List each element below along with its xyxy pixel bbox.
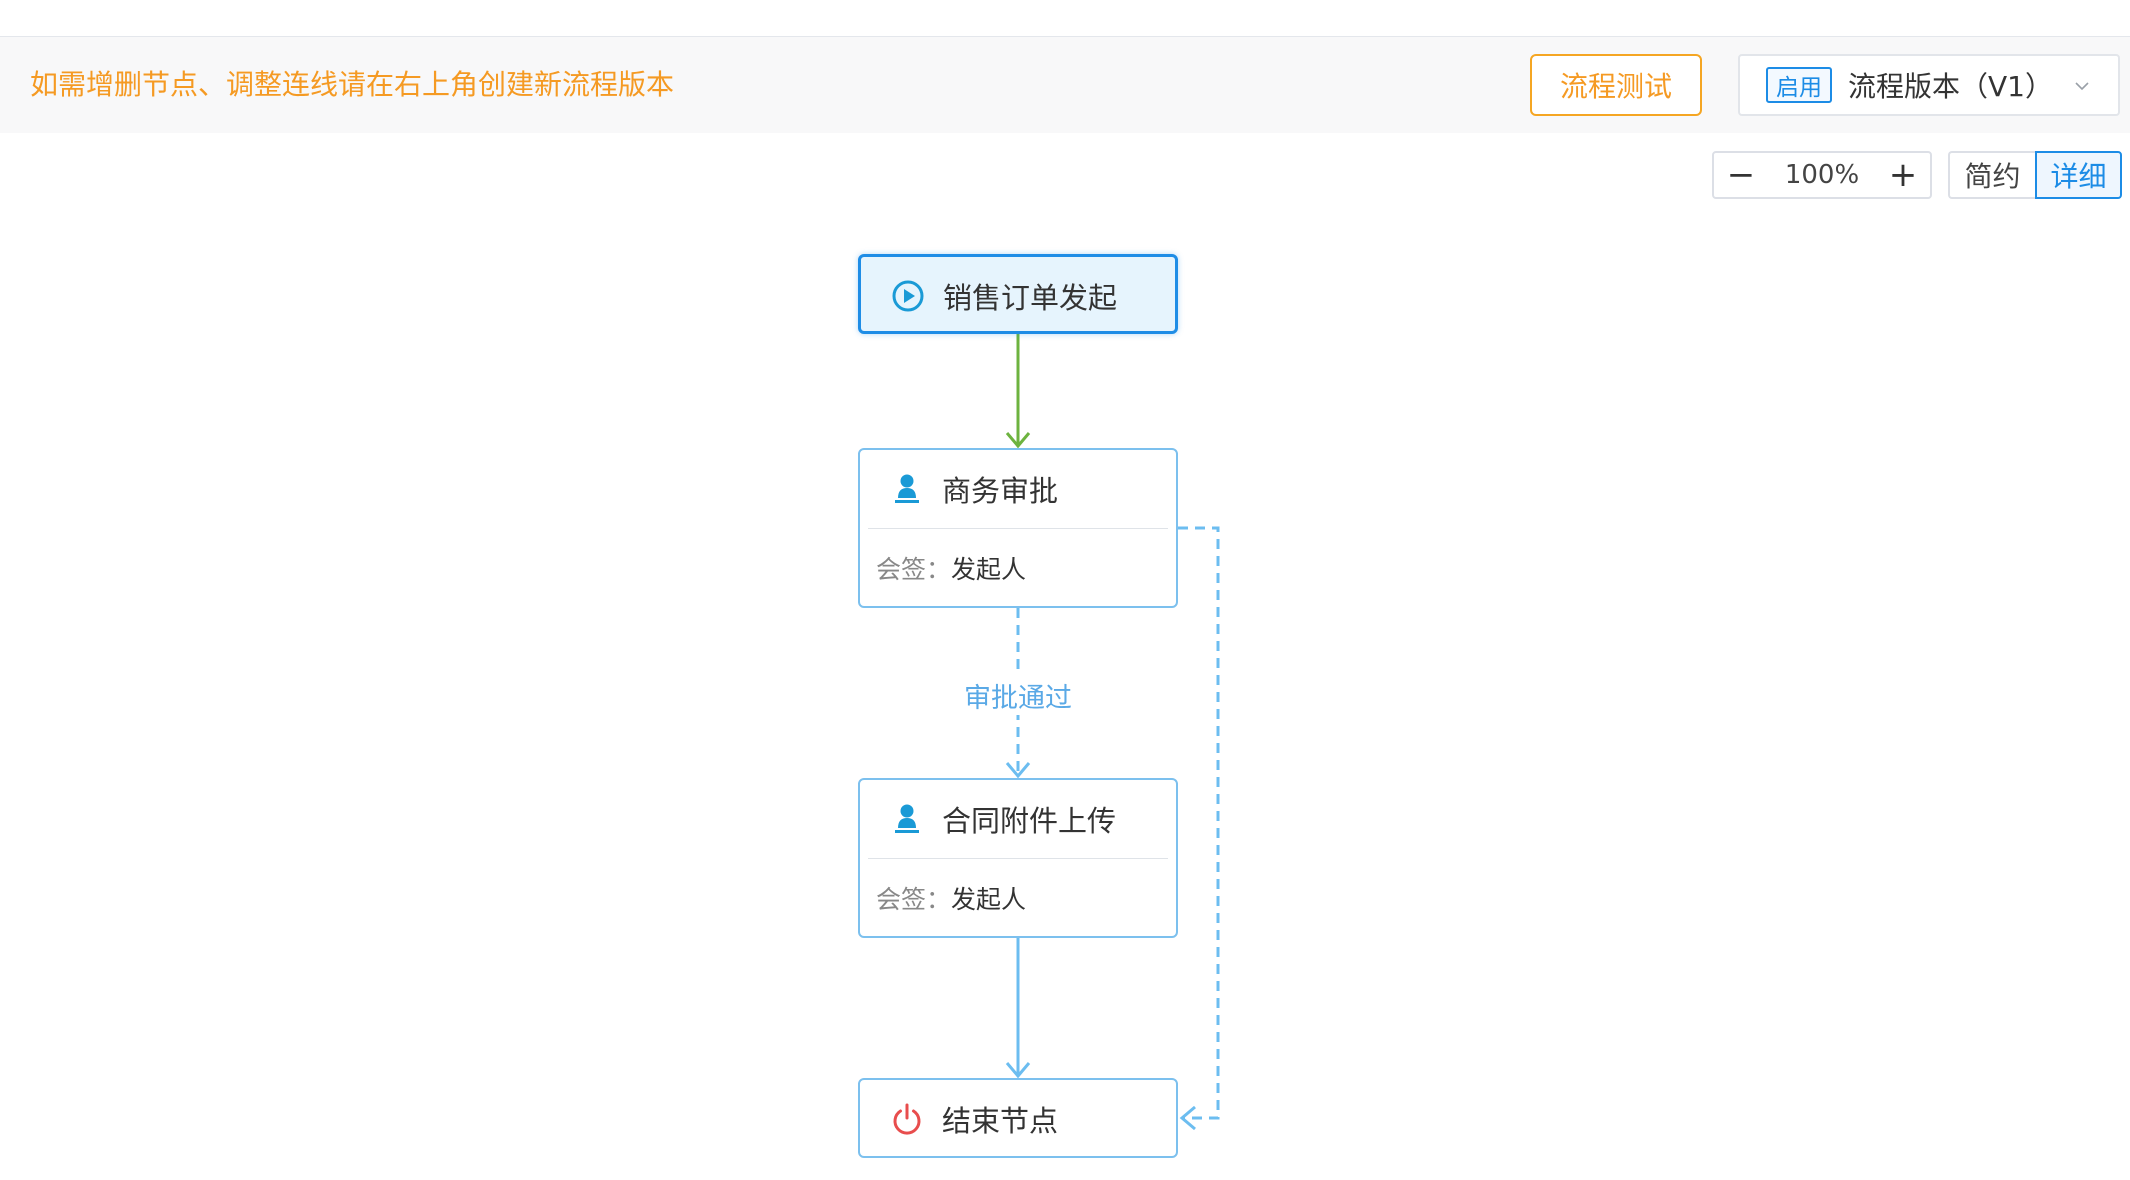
node-business-approval[interactable]: 商务审批 会签：发起人 <box>858 448 1178 608</box>
user-icon <box>895 474 919 503</box>
node-end[interactable]: 结束节点 <box>858 1078 1178 1158</box>
power-icon <box>893 1103 921 1135</box>
flow-test-button[interactable]: 流程测试 <box>1530 54 1702 116</box>
edge-approve-to-end[interactable] <box>1178 526 1220 1120</box>
zoom-in-button[interactable]: + <box>1888 155 1918 195</box>
zoom-control: − 100% + <box>1712 151 1932 199</box>
edge-reject-arrowhead <box>1179 1105 1196 1131</box>
zoom-level: 100% <box>1784 160 1860 190</box>
assignee-label: 会签： <box>876 885 952 914</box>
version-label: 流程版本（V1） <box>1848 70 2053 103</box>
assignee-label: 会签： <box>876 555 952 584</box>
view-mode-toggle: 简约 详细 <box>1948 151 2122 199</box>
enabled-badge: 启用 <box>1766 67 1832 103</box>
node-end-title: 结束节点 <box>942 1104 1059 1138</box>
notice-bar: 如需增删节点、调整连线请在右上角创建新流程版本 流程测试 启用 流程版本（V1） <box>0 37 2130 133</box>
node-upload-title: 合同附件上传 <box>942 804 1117 838</box>
node-start[interactable]: 销售订单发起 <box>858 254 1178 334</box>
node-start-title: 销售订单发起 <box>943 281 1118 315</box>
view-detail-button[interactable]: 详细 <box>2035 151 2122 199</box>
assignee-value: 发起人 <box>951 885 1027 914</box>
node-approve-title: 商务审批 <box>942 474 1059 508</box>
node-approve-divider <box>868 528 1168 529</box>
zoom-out-button[interactable]: − <box>1726 155 1756 195</box>
play-circle-icon <box>892 280 924 312</box>
node-end-header: 结束节点 <box>860 1080 1176 1158</box>
node-upload-assignee: 会签：发起人 <box>876 880 1026 916</box>
node-approve-header: 商务审批 <box>860 450 1176 528</box>
view-simple-button[interactable]: 简约 <box>1948 151 2035 199</box>
node-upload-divider <box>868 858 1168 859</box>
user-icon <box>895 804 919 833</box>
edge-approve-arrowhead <box>1005 762 1031 779</box>
chevron-down-icon <box>2075 82 2089 91</box>
version-select[interactable]: 启用 流程版本（V1） <box>1738 54 2120 116</box>
edge-upload-arrowhead <box>1005 1062 1031 1079</box>
notice-text: 如需增删节点、调整连线请在右上角创建新流程版本 <box>30 68 675 101</box>
node-upload-header: 合同附件上传 <box>860 780 1176 858</box>
node-start-header: 销售订单发起 <box>861 257 1175 335</box>
top-divider <box>0 36 2130 37</box>
edge-start-arrowhead <box>1005 432 1031 449</box>
edge-label-approved: 审批通过 <box>962 676 1074 715</box>
assignee-value: 发起人 <box>951 555 1027 584</box>
node-approve-assignee: 会签：发起人 <box>876 550 1026 586</box>
node-contract-upload[interactable]: 合同附件上传 会签：发起人 <box>858 778 1178 938</box>
